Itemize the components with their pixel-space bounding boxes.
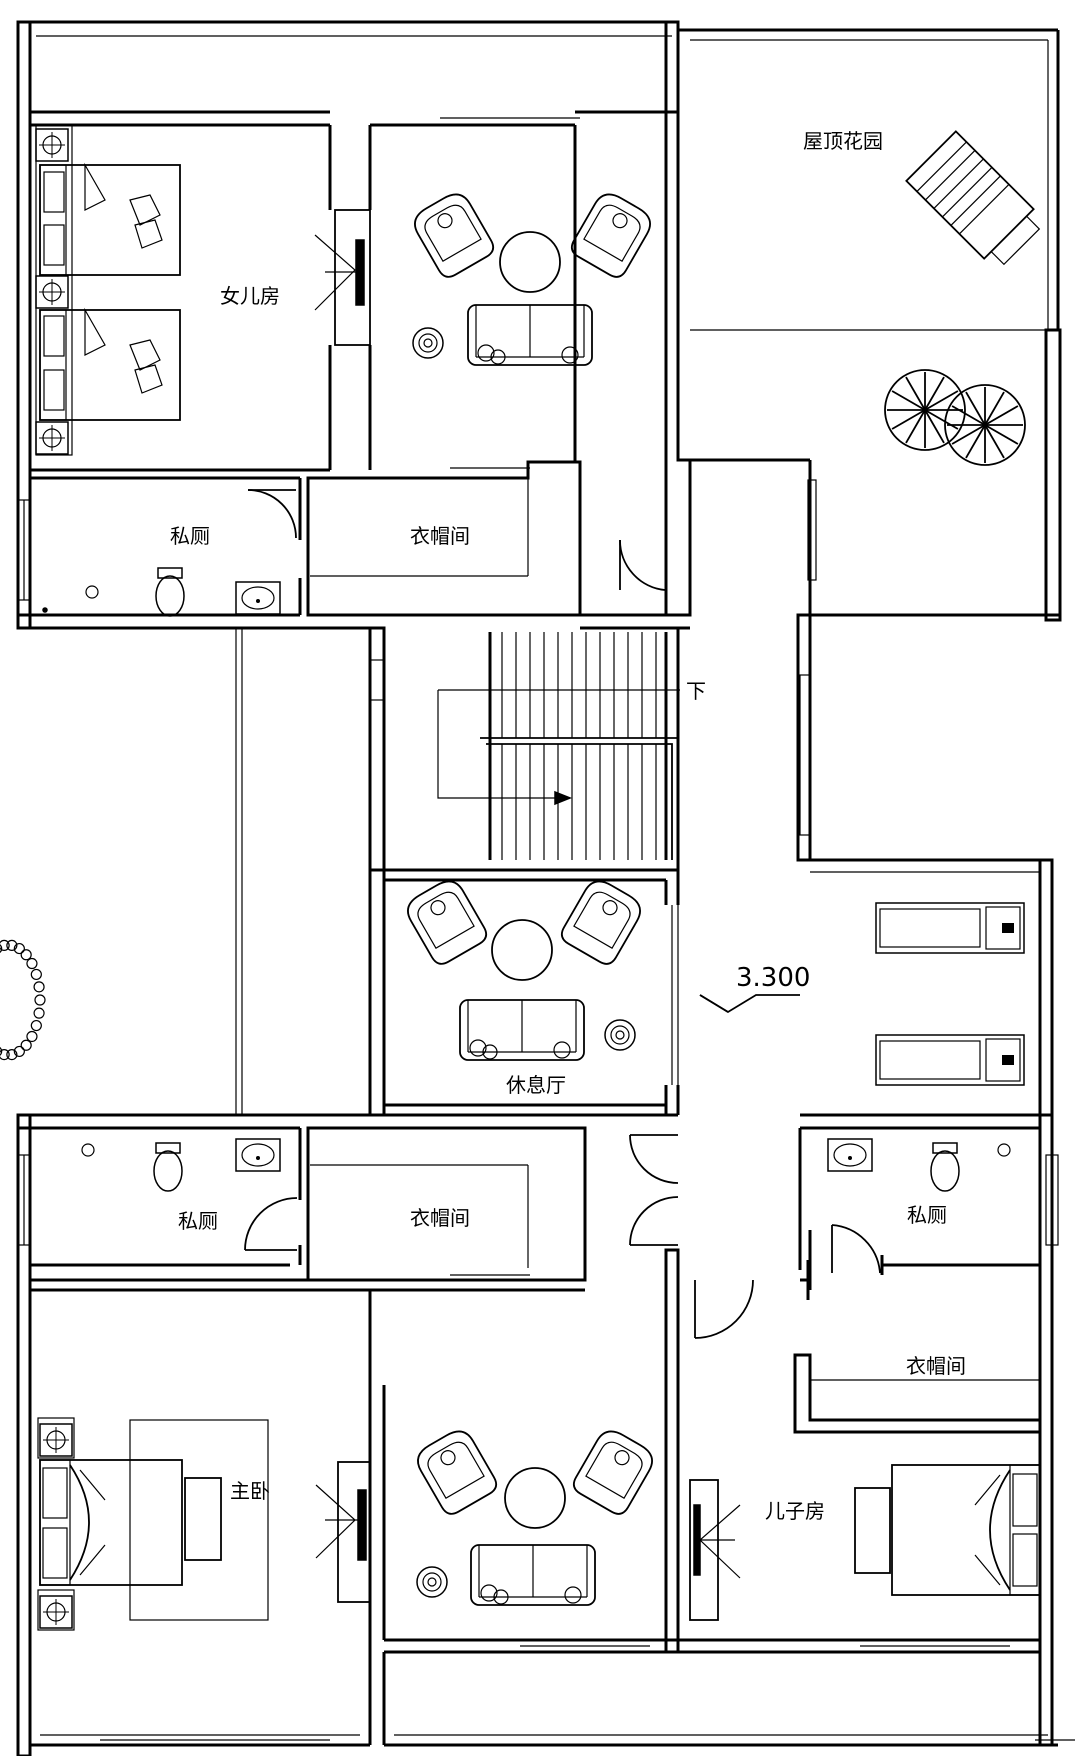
treadmill-icon — [875, 902, 1025, 954]
treadmill-icon — [875, 1034, 1025, 1086]
lamp-icon — [416, 1566, 448, 1598]
toilet-icon — [930, 1142, 960, 1192]
room-labels: 女儿房 屋顶花园 私厕 衣帽间 休息厅 私厕 衣帽间 私厕 衣帽间 主卧 儿子房 — [170, 129, 966, 1523]
armchair-icon — [557, 874, 647, 969]
elevation-marker: 3.300 — [699, 963, 810, 1014]
armchair-icon — [401, 874, 491, 969]
son-bed — [891, 1464, 1041, 1596]
room-label-daughter: 女儿房 — [220, 284, 280, 308]
armchair-icon — [411, 1424, 501, 1519]
toilet-icon — [155, 567, 185, 617]
lamp-icon — [604, 1019, 636, 1051]
toilet-icon — [153, 1142, 183, 1192]
sun-lounger — [905, 130, 1041, 266]
room-label-wardrobe: 衣帽间 — [906, 1354, 966, 1378]
room-label-private-wc: 私厕 — [170, 524, 210, 548]
sofa-icon — [470, 1544, 596, 1606]
room-label-private-wc: 私厕 — [178, 1209, 218, 1233]
tree-icon — [0, 939, 46, 1061]
lamp-icon — [412, 327, 444, 359]
room-label-wardrobe: 衣帽间 — [410, 524, 470, 548]
bench — [854, 1487, 891, 1574]
sink-icon — [235, 1138, 281, 1172]
room-label-lounge: 休息厅 — [506, 1073, 566, 1097]
armchair-icon — [569, 1424, 659, 1519]
coffee-table — [499, 231, 561, 293]
son-tv-cabinet — [689, 1479, 719, 1621]
armchair-icon — [408, 187, 498, 282]
furniture: 3.300 — [0, 124, 1041, 1631]
room-label-son: 儿子房 — [765, 1499, 825, 1523]
nightstand-icon — [35, 275, 69, 309]
tree-icon — [884, 369, 1026, 466]
staircase: 下 — [437, 632, 706, 860]
bed-bottom — [39, 307, 181, 421]
bench — [184, 1477, 222, 1561]
room-label-wardrobe: 衣帽间 — [410, 1206, 470, 1230]
walls — [16, 20, 1062, 1756]
stair-direction-label: 下 — [686, 679, 706, 703]
rug — [129, 1419, 269, 1621]
nightstand-icon — [39, 1423, 73, 1457]
armchair-icon — [567, 187, 657, 282]
sofa-icon — [459, 999, 585, 1061]
room-label-roof-garden: 屋顶花园 — [803, 129, 883, 153]
bed-top — [39, 162, 181, 276]
windows — [17, 117, 1075, 1741]
nightstand-icon — [35, 421, 69, 455]
sink-icon — [235, 581, 281, 615]
elevation-label: 3.300 — [736, 963, 810, 993]
room-label-private-wc: 私厕 — [907, 1203, 947, 1227]
doors — [244, 489, 881, 1339]
nightstand-icon — [39, 1595, 73, 1629]
nightstand-icon — [35, 128, 69, 162]
sink-icon — [827, 1138, 873, 1172]
master-bed — [39, 1459, 183, 1586]
room-label-master-bedroom: 主卧 — [230, 1479, 270, 1503]
sofa-icon — [467, 304, 593, 366]
